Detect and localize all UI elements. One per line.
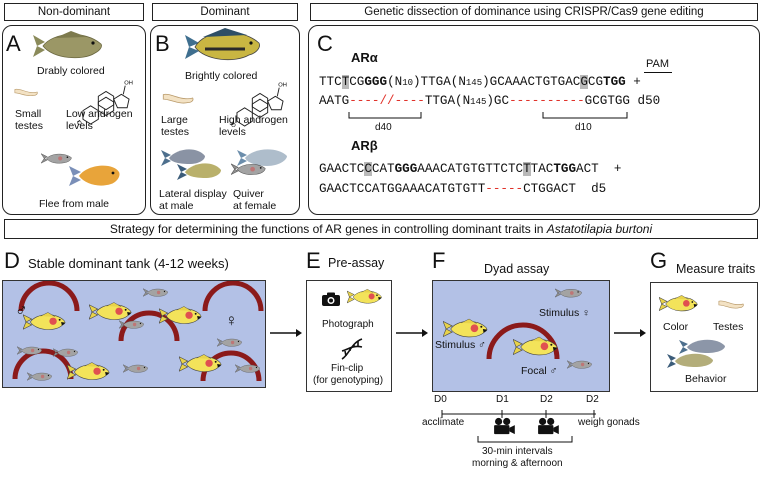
quiver-label: Quiver: [233, 188, 264, 200]
weigh-gonads-label: weigh gonads: [578, 417, 640, 428]
header-strategy: Strategy for determining the functions o…: [4, 219, 758, 239]
large-testes-label-2: testes: [161, 126, 190, 138]
tank-contents: [12, 281, 264, 382]
quiver-fish-image: [231, 149, 287, 176]
testes-label: Testes: [713, 321, 744, 333]
low-androgen-label: Low androgen: [66, 108, 133, 120]
drab-label: Drably colored: [37, 65, 105, 77]
high-androgen-label: High androgen: [219, 114, 288, 126]
panel-b: B Brightly colored Large testes High and…: [150, 25, 300, 215]
ar-alpha-mutant-sequence: AATG----//----TTGA(N145)GC----------GCGT…: [319, 94, 661, 108]
focal-male-label: Focal ♂: [521, 365, 558, 377]
panel-a: A Drably colored Small testes Low androg…: [2, 25, 146, 215]
behavior-label: Behavior: [685, 373, 727, 385]
pre-assay-box: Photograph Fin-clip (for genotyping): [306, 280, 392, 392]
deletion-brackets: [348, 112, 628, 119]
panel-b-letter: B: [155, 31, 170, 56]
d40-label: d40: [375, 122, 392, 133]
lateral-display-label: Lateral display: [159, 188, 227, 200]
morning-afternoon-label: morning & afternoon: [472, 458, 563, 469]
ar-beta-mutant-sequence: GAACTCCATGGAAACATGTGTT-----CTGGACT d5: [319, 182, 607, 196]
d10-label: d10: [575, 122, 592, 133]
video-camera-icon: [536, 417, 560, 435]
timeline-d2a: D2: [540, 394, 553, 405]
dyad-tank: Stimulus ♀ Stimulus ♂ Focal ♂: [432, 280, 610, 392]
ar-beta-label: ARβ: [351, 138, 378, 153]
small-testes-icon: [13, 86, 39, 98]
panel-c-letter: C: [317, 31, 333, 56]
pam-underline: [644, 72, 672, 73]
ar-beta-wildtype-sequence: GAACTCCCATGGGAAACATGTGTTCTCTTACTGGACT +: [319, 162, 622, 176]
acclimate-label: acclimate: [422, 417, 465, 428]
flee-label: Flee from male: [39, 198, 110, 210]
arrow-right-icon: [614, 329, 646, 337]
large-testes-icon: [161, 90, 195, 106]
ar-alpha-label: ARα: [351, 50, 378, 65]
measure-traits-box: Color Testes Behavior: [650, 282, 758, 392]
bright-fish-image: [185, 28, 260, 61]
fin-clip-purpose-label: (for genotyping): [313, 375, 384, 386]
quiver-label-2: at female: [233, 200, 277, 212]
high-androgen-label-2: levels: [219, 126, 246, 138]
stable-dominant-tank: ♂ ♀: [2, 280, 266, 388]
header-dominant: Dominant: [152, 3, 298, 21]
lateral-display-label-2: at male: [159, 200, 194, 212]
female-symbol: ♀: [225, 311, 238, 330]
bright-label: Brightly colored: [185, 70, 258, 82]
panel-c: C ARα PAM TTCTCGGGG(N10)TTGA(N145)GCAAAC…: [308, 25, 760, 215]
stimulus-male-label: Stimulus ♂: [435, 339, 487, 351]
header-nondominant: Non-dominant: [4, 3, 144, 21]
panel-d-letter: D: [4, 248, 20, 273]
panel-e-letter: E: [306, 248, 321, 273]
panel-g-letter: G: [650, 248, 668, 273]
pam-label: PAM: [646, 58, 670, 70]
panel-d-title: Stable dominant tank (4-12 weeks): [28, 256, 229, 271]
ar-alpha-wildtype-sequence: TTCTCGGGG(N10)TTGA(N145)GCAAACTGTGACGCGT…: [319, 75, 641, 89]
header-genetic-dissection: Genetic dissection of dominance using CR…: [310, 3, 758, 21]
fin-clip-label: Fin-clip: [331, 363, 364, 374]
dna-icon: [341, 338, 363, 360]
panel-f-title: Dyad assay: [484, 262, 550, 276]
video-camera-icon: [492, 417, 516, 435]
panel-f-letter: F: [432, 248, 446, 273]
male-symbol: ♂: [15, 301, 28, 320]
photograph-label: Photograph: [322, 319, 374, 330]
testes-icon: [717, 297, 745, 311]
panel-g-title: Measure traits: [676, 262, 756, 276]
interval-bracket: [477, 436, 573, 443]
fish-icon: [17, 288, 261, 381]
fish-icon: [659, 293, 699, 315]
dyad-contents: [443, 288, 593, 369]
intervals-label: 30-min intervals: [482, 446, 553, 457]
timeline-axis: [441, 410, 596, 418]
flee-fish-image: [41, 153, 120, 186]
large-testes-label: Large: [161, 114, 188, 126]
small-testes-label: Small: [15, 108, 42, 120]
timeline-d1: D1: [496, 394, 509, 405]
behavior-fish-image: [667, 339, 725, 368]
arrow-right-icon: [270, 329, 302, 337]
timeline-d2b: D2: [586, 394, 599, 405]
stimulus-female-label: Stimulus ♀: [539, 307, 591, 319]
drab-fish-image: [33, 31, 102, 59]
lateral-display-fish-image: [161, 149, 221, 180]
timeline-d0: D0: [434, 394, 447, 405]
panel-e-title: Pre-assay: [328, 256, 385, 270]
species-name: Astatotilapia burtoni: [546, 222, 653, 236]
arrow-right-icon: [396, 329, 428, 337]
panel-a-letter: A: [6, 31, 21, 56]
color-label: Color: [663, 321, 689, 333]
small-testes-label-2: testes: [15, 120, 44, 132]
fish-icon: [347, 287, 383, 307]
camera-icon: [321, 291, 341, 307]
strategy-text: Strategy for determining the functions o…: [109, 222, 547, 236]
low-androgen-label-2: levels: [66, 120, 93, 132]
